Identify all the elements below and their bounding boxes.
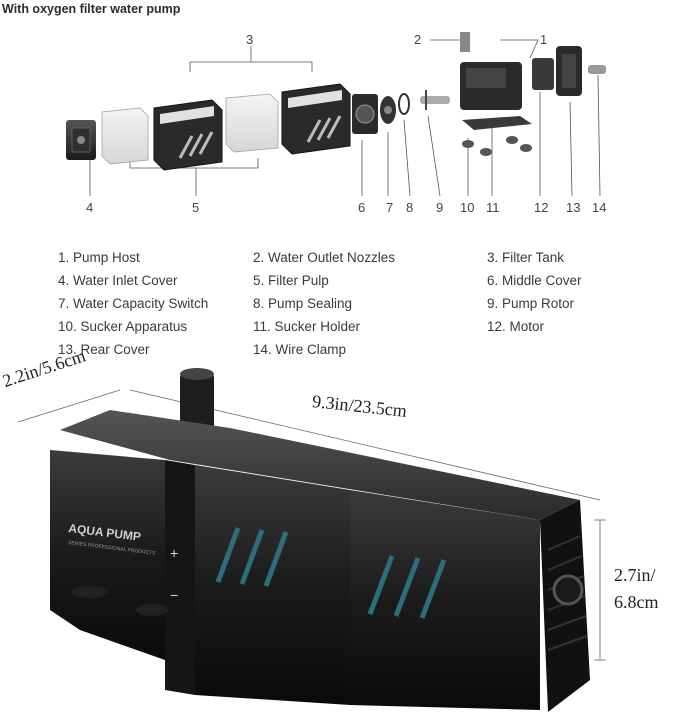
pump-rotor-part <box>420 90 450 110</box>
wire-clamp-part <box>588 65 606 74</box>
legend-item: 11. Sucker Holder <box>253 319 361 334</box>
parts-legend: 1. Pump Host 2. Water Outlet Nozzles 3. … <box>0 248 679 368</box>
dimension-height-2: 6.8cm <box>614 592 659 612</box>
filter-pulp-part <box>101 93 279 165</box>
callout-2: 2 <box>414 32 421 47</box>
callout-6: 6 <box>358 200 365 215</box>
pump-sealing-part <box>398 93 410 115</box>
water-capacity-switch-part <box>380 96 396 124</box>
legend-item: 13. Rear Cover <box>58 342 150 357</box>
callout-11: 11 <box>486 200 500 215</box>
motor-part <box>532 58 554 90</box>
middle-cover-part <box>352 94 378 134</box>
legend-item: 5. Filter Pulp <box>253 273 329 288</box>
sucker-holder-part <box>462 116 532 130</box>
callout-10: 10 <box>460 200 474 215</box>
legend-item: 9. Pump Rotor <box>487 296 575 311</box>
callout-9: 9 <box>436 200 443 215</box>
callout-7: 7 <box>386 200 393 215</box>
dimension-height-1: 2.7in/ <box>614 565 656 585</box>
legend-item: 12. Motor <box>487 319 545 334</box>
callout-12: 12 <box>534 200 548 215</box>
sucker-apparatus-part <box>462 136 532 156</box>
pump-product-image: AQUA PUMP SERIES PROFESSIONAL PRODUCTS +… <box>17 368 606 712</box>
callout-8: 8 <box>406 200 413 215</box>
legend-item: 1. Pump Host <box>58 250 140 265</box>
pump-host-part <box>460 32 522 110</box>
legend-item: 6. Middle Cover <box>487 273 582 288</box>
callout-4: 4 <box>86 200 93 215</box>
water-inlet-cover-part <box>66 120 96 160</box>
legend-item: 8. Pump Sealing <box>253 296 353 311</box>
legend-item: 14. Wire Clamp <box>253 342 347 357</box>
legend-item: 2. Water Outlet Nozzles <box>253 250 396 265</box>
legend-item: 10. Sucker Apparatus <box>58 319 188 334</box>
callout-5: 5 <box>192 200 199 215</box>
callout-14: 14 <box>592 200 606 215</box>
filter-tank-part <box>153 83 351 171</box>
legend-item: 3. Filter Tank <box>487 250 565 265</box>
rear-cover-part <box>556 46 582 96</box>
callout-1: 1 <box>540 32 547 47</box>
legend-item: 4. Water Inlet Cover <box>58 273 178 288</box>
page-title: With oxygen filter water pump <box>2 2 181 16</box>
callout-13: 13 <box>566 200 580 215</box>
exploded-parts-diagram: 1 2 3 4 5 6 7 8 9 10 11 12 13 14 <box>66 32 606 215</box>
plus-label: + <box>170 545 178 561</box>
legend-item: 7. Water Capacity Switch <box>58 296 209 311</box>
minus-label: − <box>170 587 178 603</box>
callout-3: 3 <box>246 32 253 47</box>
